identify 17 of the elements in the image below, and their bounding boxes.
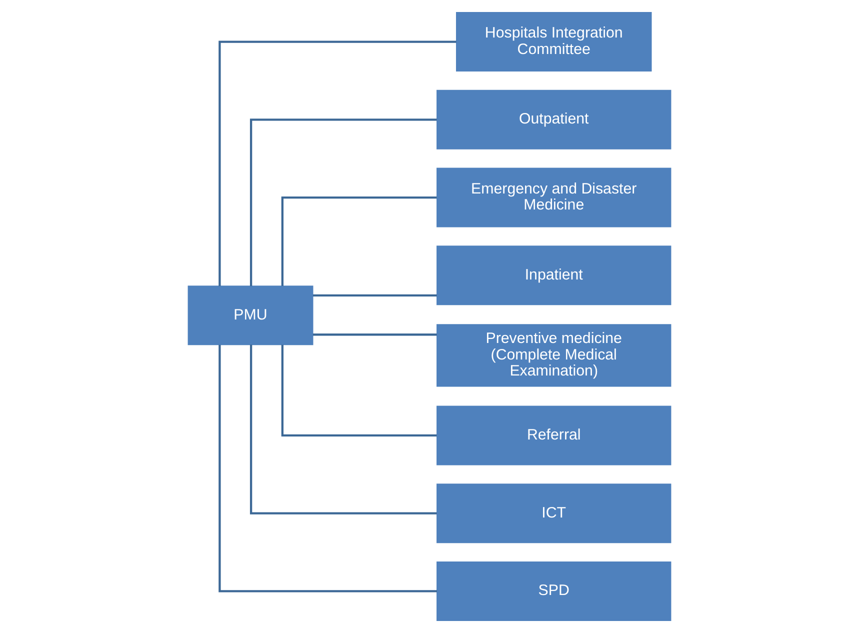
node-box: Inpatient	[436, 246, 671, 306]
node-box: Outpatient	[436, 90, 671, 150]
node-box: ICT	[436, 484, 671, 544]
connector	[249, 344, 436, 514]
connector	[280, 344, 436, 437]
connector	[249, 118, 436, 286]
connector	[312, 334, 436, 336]
connector	[218, 40, 456, 286]
node-box: SPD	[436, 561, 671, 621]
node-box: Referral	[436, 406, 671, 466]
connector	[218, 344, 436, 592]
connector	[280, 196, 436, 286]
node-box: Preventive medicine (Complete Medical Examination)	[436, 324, 671, 387]
node-box: Hospitals Integration Committee	[456, 12, 652, 72]
node-box: Emergency and Disaster Medicine	[436, 168, 671, 228]
node-box: PMU	[187, 286, 313, 346]
connector	[312, 294, 436, 296]
